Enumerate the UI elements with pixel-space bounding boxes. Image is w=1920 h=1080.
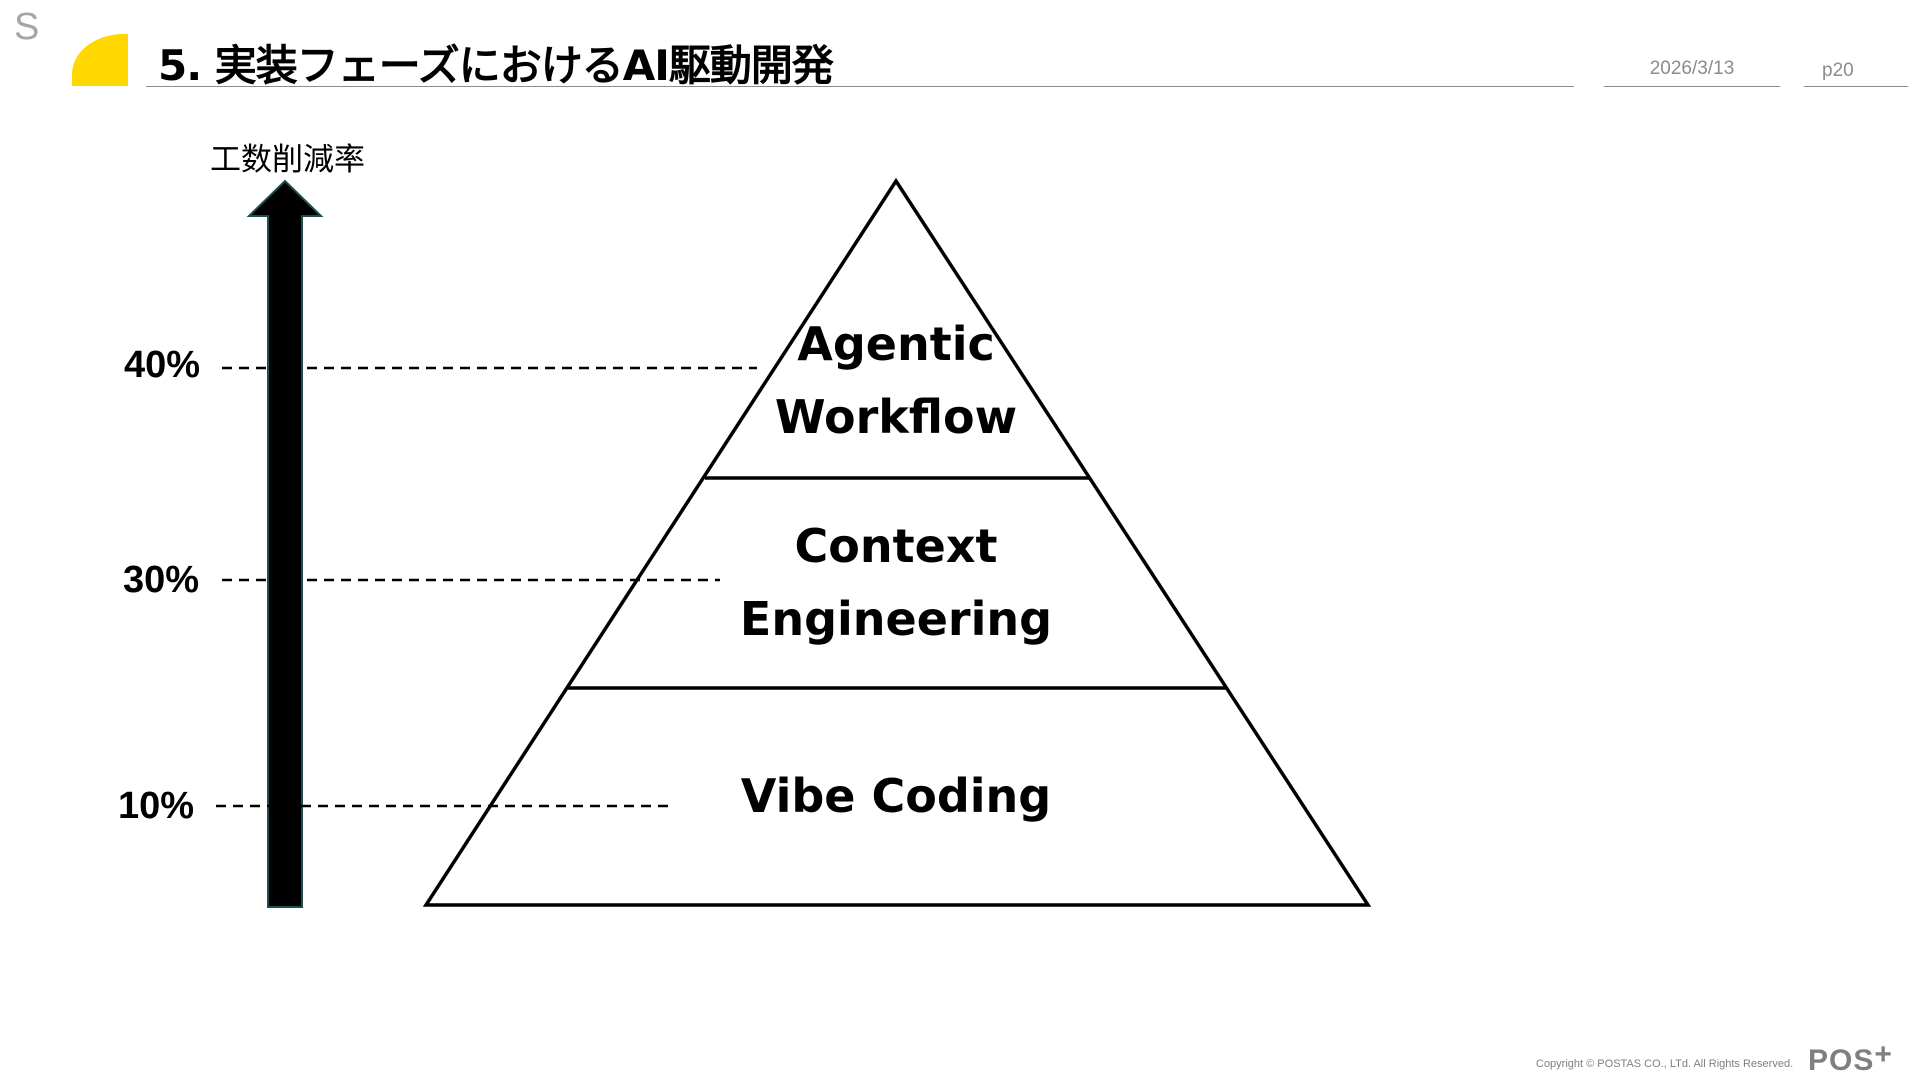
layer-line: Engineering [739, 592, 1053, 646]
date-divider [1604, 86, 1780, 87]
layer-label-context-engineering: Context Engineering [646, 510, 1146, 656]
company-logo: POS+ [1808, 1040, 1893, 1078]
corner-letter: S [14, 6, 40, 48]
copyright-text: Copyright © POSTAS CO., LTd. All Rights … [1536, 1058, 1794, 1070]
slide-date: 2026/3/13 [1649, 58, 1735, 79]
layer-line: Agentic [797, 317, 995, 371]
title-divider [146, 86, 1574, 87]
up-arrow-icon [246, 179, 324, 908]
header-mark-icon [72, 34, 128, 86]
page-title: 5. 実装フェーズにおけるAI駆動開発 [158, 41, 834, 90]
layer-label-vibe-coding: Vibe Coding [646, 760, 1146, 833]
layer-line: Vibe Coding [740, 769, 1052, 823]
axis-title: 工数削減率 [210, 142, 365, 178]
layer-label-agentic-workflow: Agentic Workflow [696, 308, 1096, 454]
layer-line: Context [794, 519, 998, 573]
logo-plus-icon: + [1874, 1038, 1893, 1071]
page-divider [1804, 86, 1908, 87]
level-label-40: 40% [124, 344, 201, 386]
pyramid-outline [422, 177, 1372, 907]
level-label-30: 30% [123, 559, 200, 601]
level-label-10: 10% [118, 785, 195, 827]
layer-line: Workflow [774, 390, 1018, 444]
logo-text: POS [1808, 1044, 1875, 1077]
page-number: p20 [1822, 60, 1854, 81]
